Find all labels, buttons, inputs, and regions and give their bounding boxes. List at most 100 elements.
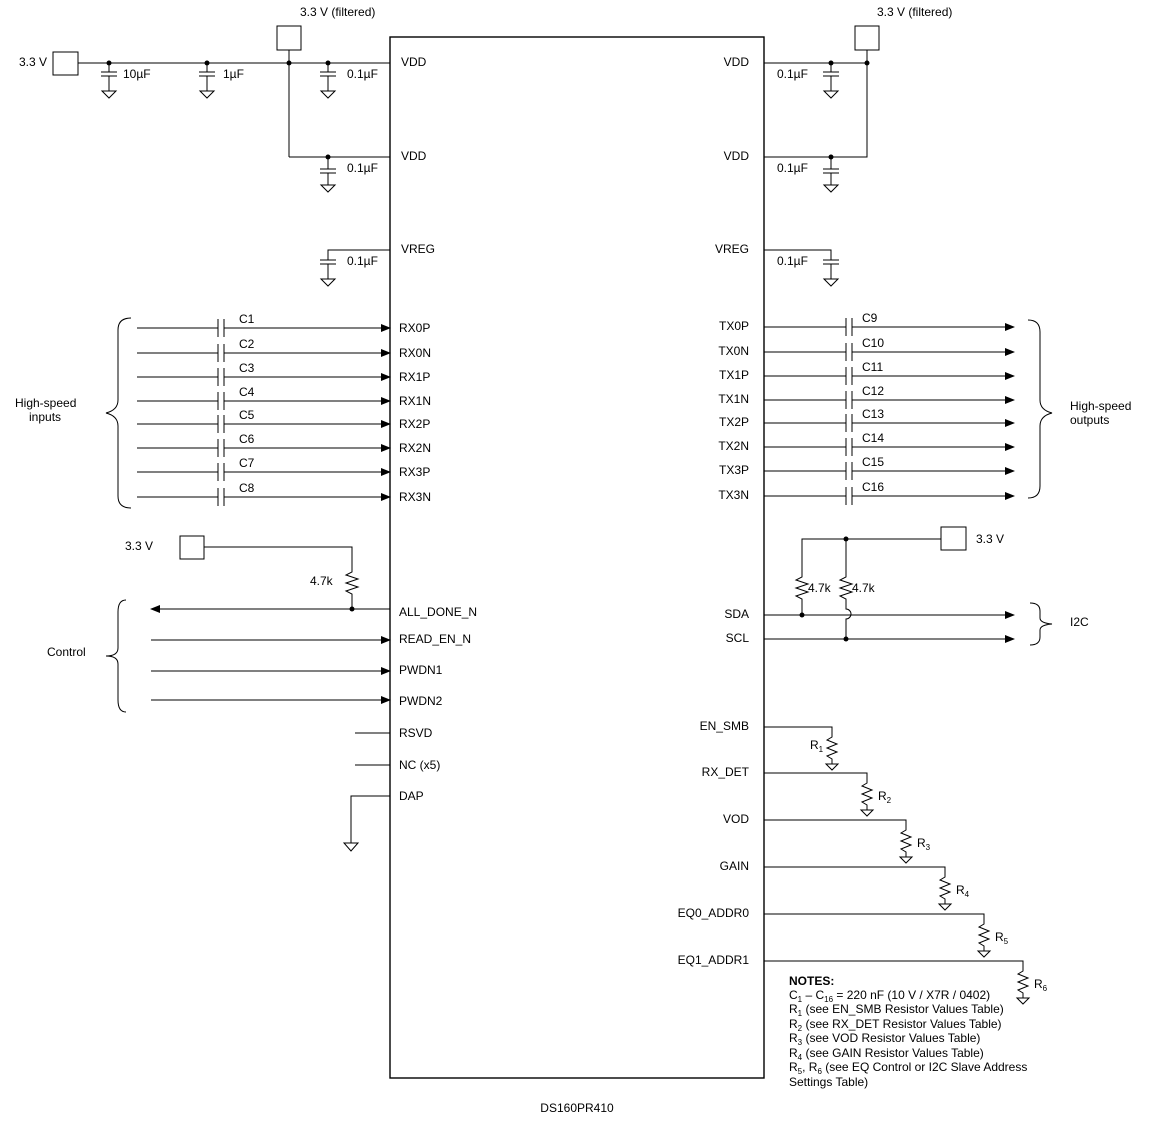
pin-dap: DAP	[399, 789, 424, 803]
coupling-cap	[845, 367, 853, 385]
pin-rx: RX0N	[399, 346, 431, 360]
scl-pullup-value: 4.7k	[852, 581, 876, 595]
coupling-cap-label: C8	[239, 481, 255, 495]
pin-rx: RX1N	[399, 394, 431, 408]
control-label: Control	[47, 645, 86, 659]
coupling-cap	[845, 462, 853, 480]
pin-strap: EQ1_ADDR1	[678, 953, 750, 967]
pin-rx: RX1P	[399, 370, 430, 384]
filtered-label-left: 3.3 V (filtered)	[300, 5, 375, 19]
outputs-brace	[1027, 319, 1053, 499]
coupling-cap	[217, 439, 225, 457]
coupling-cap-label: C16	[862, 480, 884, 494]
strap-resistor	[764, 866, 953, 911]
coupling-cap	[217, 488, 225, 506]
pin-rx: RX0P	[399, 321, 430, 335]
pin-strap: EN_SMB	[700, 719, 749, 733]
filtered-connector-right	[854, 25, 880, 51]
pin-strap: EQ0_ADDR0	[678, 906, 750, 920]
outputs-label-1: High-speed	[1070, 399, 1131, 413]
coupling-cap	[217, 319, 225, 337]
coupling-cap-label: C15	[862, 455, 884, 469]
cap-value-10uF: 10µF	[123, 67, 151, 81]
coupling-cap-label: C13	[862, 407, 884, 421]
supply-label-left: 3.3 V	[19, 55, 47, 69]
cap-value-vdd1-right: 0.1µF	[777, 67, 808, 81]
notes-r5-r6: R5, R6 (see EQ Control or I2C Slave Addr…	[789, 1060, 1027, 1076]
cap-value-1uF: 1µF	[223, 67, 244, 81]
coupling-cap	[217, 392, 225, 410]
junction-dot	[843, 536, 849, 542]
coupling-cap	[217, 463, 225, 481]
pin-vdd-right-2: VDD	[724, 149, 750, 163]
pin-tx: TX0P	[719, 319, 749, 333]
pin-read-en-n: READ_EN_N	[399, 632, 471, 646]
i2c-supply-label: 3.3 V	[976, 532, 1004, 546]
coupling-cap	[845, 318, 853, 336]
coupling-cap	[217, 368, 225, 386]
coupling-cap	[217, 415, 225, 433]
coupling-cap-label: C5	[239, 408, 255, 422]
strap-resistor-label: R2	[878, 789, 892, 805]
control-supply-label: 3.3 V	[125, 539, 153, 553]
coupling-cap-label: C9	[862, 311, 878, 325]
control-brace	[105, 599, 127, 713]
outputs-label-2: outputs	[1070, 413, 1109, 427]
inputs-label-2: inputs	[29, 410, 61, 424]
pin-tx: TX3P	[719, 463, 749, 477]
pin-pwdn1: PWDN1	[399, 663, 443, 677]
cap-vdd1-right	[822, 63, 840, 99]
notes-cap-spec: C1 – C16 = 220 nF (10 V / X7R / 0402)	[789, 988, 990, 1004]
pin-vreg-right: VREG	[715, 242, 749, 256]
cap-vreg-right	[764, 249, 840, 287]
strap-resistor-label: R1	[810, 738, 824, 754]
pin-vreg-left: VREG	[401, 242, 435, 256]
pin-vdd-left-2: VDD	[401, 149, 427, 163]
ic-body	[389, 36, 765, 1079]
all-done-pullup	[204, 546, 360, 609]
pin-tx: TX1P	[719, 368, 749, 382]
supply-connector-left	[52, 51, 79, 76]
pin-sda: SDA	[724, 607, 749, 621]
control-supply-connector	[179, 535, 205, 560]
high-speed-output-lanes: C9TX0PC10TX0NC11TX1PC12TX1NC13TX2PC14TX2…	[718, 311, 1015, 505]
cap-value-vreg-right: 0.1µF	[777, 254, 808, 268]
notes-r3: R3 (see VOD Resistor Values Table)	[789, 1031, 980, 1047]
dap-ground	[342, 795, 390, 852]
coupling-cap-label: C6	[239, 432, 255, 446]
notes-r1: R1 (see EN_SMB Resistor Values Table)	[789, 1002, 1004, 1018]
coupling-cap-label: C7	[239, 456, 255, 470]
i2c-supply-connector	[940, 526, 967, 551]
coupling-cap	[217, 344, 225, 362]
scl-pullup	[838, 539, 854, 639]
pin-tx: TX3N	[718, 488, 749, 502]
pin-pwdn2: PWDN2	[399, 694, 443, 708]
pin-tx: TX2N	[718, 439, 749, 453]
pin-strap: GAIN	[720, 859, 749, 873]
strap-resistor	[764, 960, 1031, 1005]
pin-nc: NC (x5)	[399, 758, 440, 772]
strap-resistor-label: R4	[956, 883, 970, 899]
cap-value-vdd1-left: 0.1µF	[347, 67, 378, 81]
strap-resistor-label: R3	[917, 836, 931, 852]
coupling-cap-label: C1	[239, 312, 255, 326]
vdd-rail-right	[764, 50, 868, 158]
cap-value-vreg-left: 0.1µF	[347, 254, 378, 268]
pin-scl: SCL	[726, 631, 750, 645]
sda-pullup-value: 4.7k	[808, 581, 832, 595]
coupling-cap	[845, 391, 853, 409]
filtered-label-right: 3.3 V (filtered)	[877, 5, 952, 19]
cap-vdd2-left	[319, 157, 337, 193]
coupling-cap-label: C10	[862, 336, 884, 350]
part-number: DS160PR410	[540, 1101, 614, 1115]
coupling-cap-label: C4	[239, 385, 255, 399]
inputs-brace	[105, 317, 132, 509]
inputs-label-1: High-speed	[15, 396, 76, 410]
filtered-connector-left	[276, 25, 302, 51]
notes-r2: R2 (see RX_DET Resistor Values Table)	[789, 1017, 1002, 1033]
i2c-brace	[1029, 602, 1053, 646]
cap-value-vdd2-right: 0.1µF	[777, 161, 808, 175]
strap-resistor	[764, 819, 914, 864]
pin-vdd-right-1: VDD	[724, 55, 750, 69]
